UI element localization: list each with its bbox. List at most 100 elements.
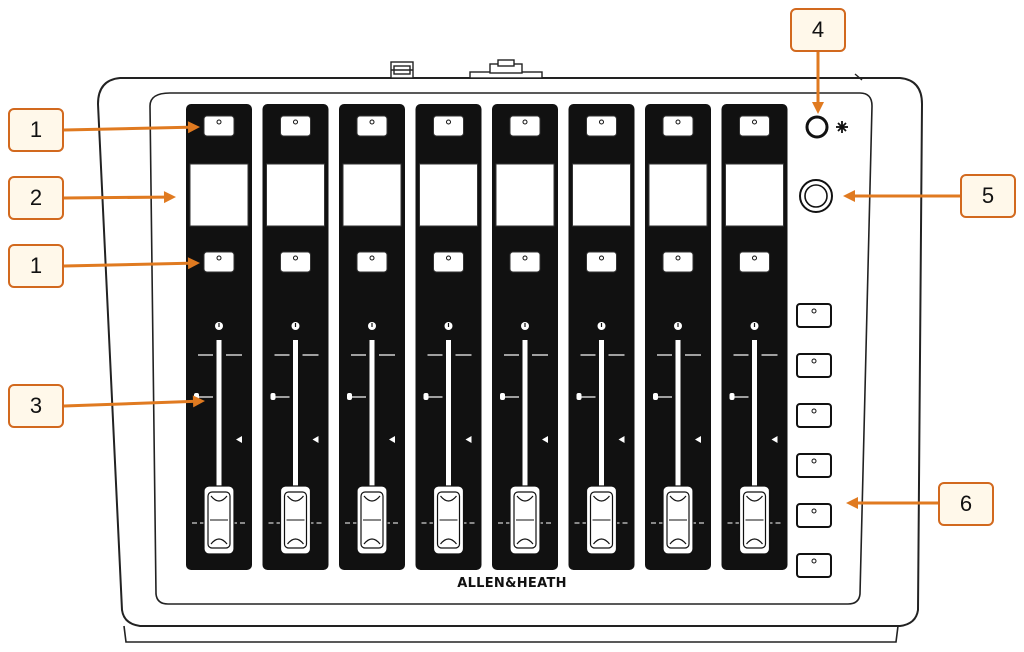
callout-arrow-line bbox=[63, 261, 189, 268]
callout-arrow-head bbox=[192, 395, 205, 408]
callout-5: 5 bbox=[960, 174, 1016, 218]
channel-strip bbox=[415, 104, 482, 570]
top-connector-left bbox=[390, 61, 414, 79]
fader[interactable] bbox=[279, 485, 312, 555]
top-strip-button[interactable] bbox=[739, 115, 770, 137]
button-led bbox=[811, 508, 817, 514]
strip-display bbox=[572, 163, 631, 227]
brand-logo-text: ALLEN&HEATH bbox=[457, 576, 567, 591]
fader-track bbox=[216, 340, 222, 548]
fader-track bbox=[446, 340, 451, 548]
button-led bbox=[216, 119, 222, 125]
button-led bbox=[752, 255, 757, 261]
top-strip-button[interactable] bbox=[433, 115, 464, 137]
button-led bbox=[675, 255, 681, 261]
channel-strip bbox=[186, 104, 252, 570]
level-pointer bbox=[312, 436, 319, 443]
mid-strip-button[interactable] bbox=[586, 251, 617, 273]
side-buttons bbox=[796, 303, 832, 578]
level-pointer bbox=[618, 436, 625, 443]
strip-display bbox=[725, 163, 784, 227]
channel-strip bbox=[339, 104, 405, 570]
fader-led bbox=[729, 393, 735, 400]
fader[interactable] bbox=[432, 485, 465, 555]
level-pointer bbox=[771, 436, 778, 443]
fader[interactable] bbox=[738, 485, 771, 555]
level-pointer bbox=[236, 436, 242, 443]
top-strip-button[interactable] bbox=[586, 115, 617, 137]
top-strip-button[interactable] bbox=[280, 115, 311, 137]
button-led bbox=[369, 255, 375, 261]
fader-led bbox=[500, 393, 505, 400]
level-pointer bbox=[389, 436, 395, 443]
mid-strip-button[interactable] bbox=[280, 251, 311, 273]
fader[interactable] bbox=[203, 485, 235, 555]
side-button[interactable] bbox=[796, 553, 832, 578]
mid-strip-button[interactable] bbox=[662, 251, 694, 273]
button-led bbox=[369, 119, 375, 125]
callout-4: 4 bbox=[790, 8, 846, 52]
strip-display bbox=[648, 163, 708, 227]
top-strip-button[interactable] bbox=[509, 115, 541, 137]
fader[interactable] bbox=[662, 485, 694, 555]
side-button[interactable] bbox=[796, 303, 832, 328]
fader-track bbox=[293, 340, 298, 548]
callout-arrow-line bbox=[63, 125, 189, 132]
button-led bbox=[811, 458, 817, 464]
rotary-encoder[interactable] bbox=[799, 179, 833, 213]
button-led bbox=[293, 255, 298, 261]
callout-arrow-head bbox=[846, 497, 858, 509]
callout-arrow-head bbox=[812, 102, 824, 114]
callout-arrow-line bbox=[63, 195, 165, 200]
brightness-icon bbox=[836, 121, 848, 133]
callout-arrow-line bbox=[63, 399, 194, 408]
level-pointer bbox=[542, 436, 548, 443]
mid-strip-button[interactable] bbox=[509, 251, 541, 273]
button-led bbox=[293, 119, 298, 125]
fader[interactable] bbox=[509, 485, 541, 555]
button-led bbox=[522, 255, 528, 261]
button-led bbox=[811, 308, 817, 314]
callout-2: 2 bbox=[8, 176, 64, 220]
strip-display bbox=[495, 163, 555, 227]
fader-track bbox=[369, 340, 375, 548]
top-strip-button[interactable] bbox=[356, 115, 388, 137]
strip-display bbox=[342, 163, 402, 227]
strip-display bbox=[266, 163, 325, 227]
side-button[interactable] bbox=[796, 503, 832, 528]
brightness-button[interactable] bbox=[805, 115, 829, 139]
button-led bbox=[522, 119, 528, 125]
side-button[interactable] bbox=[796, 353, 832, 378]
mid-strip-button[interactable] bbox=[356, 251, 388, 273]
fader[interactable] bbox=[585, 485, 618, 555]
fader-led bbox=[347, 393, 352, 400]
fader-led bbox=[270, 393, 276, 400]
top-connector-center bbox=[469, 59, 543, 79]
mid-strip-button[interactable] bbox=[739, 251, 770, 273]
fader-track bbox=[675, 340, 681, 548]
top-strip-button[interactable] bbox=[203, 115, 235, 137]
button-led bbox=[752, 119, 757, 125]
channel-strips bbox=[186, 104, 788, 570]
top-strip-button[interactable] bbox=[662, 115, 694, 137]
level-pointer bbox=[695, 436, 701, 443]
button-led bbox=[446, 119, 451, 125]
mid-strip-button[interactable] bbox=[433, 251, 464, 273]
fader-led bbox=[653, 393, 658, 400]
fader[interactable] bbox=[356, 485, 388, 555]
side-button[interactable] bbox=[796, 403, 832, 428]
callouts bbox=[63, 52, 960, 509]
fader-led bbox=[423, 393, 429, 400]
side-button[interactable] bbox=[796, 453, 832, 478]
mid-strip-button[interactable] bbox=[203, 251, 235, 273]
callout-arrow-head bbox=[163, 191, 176, 204]
callout-6: 6 bbox=[938, 482, 994, 526]
channel-strip bbox=[262, 104, 329, 570]
channel-strip bbox=[492, 104, 558, 570]
callout-1: 1 bbox=[8, 108, 64, 152]
button-led bbox=[446, 255, 451, 261]
callout-3: 3 bbox=[8, 384, 64, 428]
button-led bbox=[811, 408, 817, 414]
callout-arrow-head bbox=[843, 190, 855, 202]
